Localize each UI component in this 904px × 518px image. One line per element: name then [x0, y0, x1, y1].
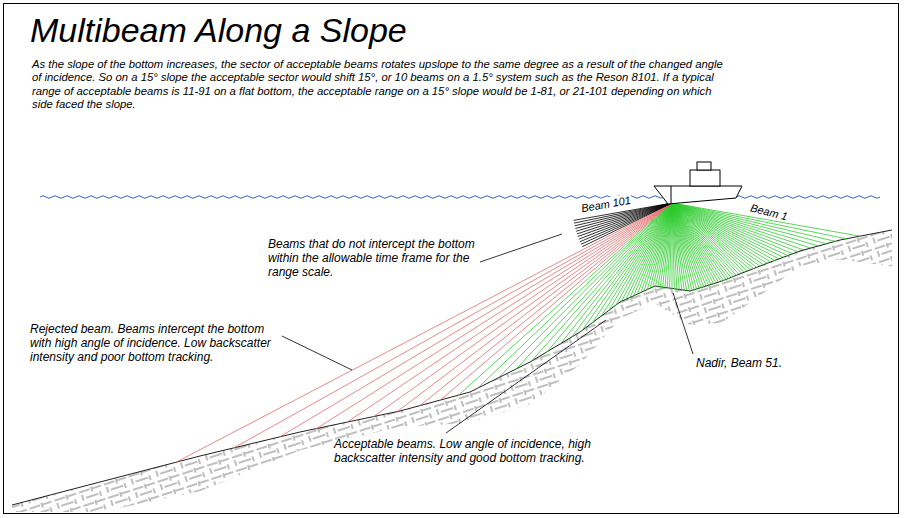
beam	[672, 203, 714, 285]
survey-boat	[654, 162, 742, 204]
beam	[516, 203, 672, 370]
beam	[458, 203, 672, 396]
beam	[419, 203, 672, 406]
beam	[672, 203, 697, 290]
frame	[4, 4, 899, 514]
beam	[672, 203, 707, 287]
beam-fan	[176, 203, 860, 462]
beam	[440, 203, 672, 401]
beam	[672, 203, 684, 291]
beam	[672, 203, 674, 289]
beam	[498, 203, 672, 378]
beam	[672, 203, 819, 246]
seabed-line	[12, 230, 892, 505]
callout-note: Beams that do not intercept the bottom w…	[268, 237, 478, 279]
beam	[347, 203, 672, 422]
beam	[531, 203, 672, 362]
beam	[672, 203, 682, 290]
beam	[672, 203, 677, 290]
seabed	[12, 230, 892, 512]
beam	[560, 203, 672, 345]
beam	[233, 203, 672, 448]
beam	[373, 203, 672, 417]
water-surface	[40, 196, 880, 199]
beam	[672, 203, 679, 290]
intro-note: As the slope of the bottom increases, th…	[32, 58, 732, 111]
beam	[571, 203, 672, 338]
beam	[316, 203, 672, 429]
title: Multibeam Along a Slope	[30, 10, 407, 50]
beam	[672, 203, 687, 291]
callout-note: Nadir, Beam 51.	[696, 356, 782, 370]
beam	[397, 203, 672, 412]
beam	[546, 203, 672, 353]
beam	[672, 203, 692, 291]
callout-note: Rejected beam. Beams intercept the botto…	[30, 322, 282, 364]
rock-hatching	[12, 230, 892, 512]
beam	[672, 203, 690, 292]
beam	[672, 203, 695, 291]
beam-label: Beam 101	[579, 194, 633, 216]
callout-note: Acceptable beams. Low angle of incidence…	[334, 437, 609, 465]
